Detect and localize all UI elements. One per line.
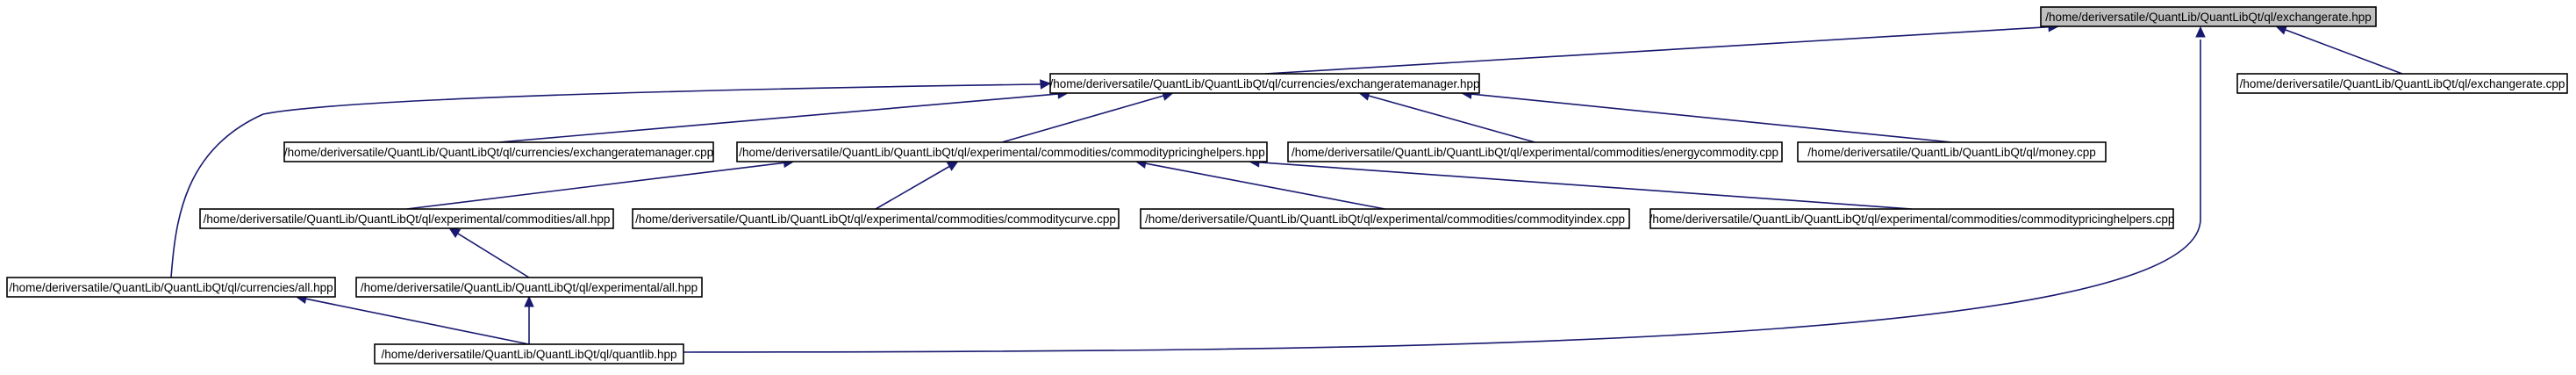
node-label: /home/deriversatile/QuantLib/QuantLibQt/… [9,281,333,294]
edge-quantlib_hpp-to-exchangerate_hpp [683,25,2206,353]
arrowhead [524,295,534,307]
arrowhead [2195,25,2206,38]
edge-line [406,162,784,210]
edge-experimental_all_hpp-to-commodities_all_hpp [448,227,530,278]
node-box [1649,208,2174,229]
node-quantlib-hpp[interactable]: /home/deriversatile/QuantLib/QuantLibQt/… [374,343,684,364]
node-label: /home/deriversatile/QuantLib/QuantLibQt/… [2240,77,2565,90]
node-box [283,141,714,162]
node-energycommodity-cpp[interactable]: /home/deriversatile/QuantLib/QuantLibQt/… [1287,141,1783,162]
node-box [355,277,703,298]
node-commoditycurve-cpp[interactable]: /home/deriversatile/QuantLib/QuantLibQt/… [632,208,1120,229]
node-exchangeratemanager-cpp[interactable]: /home/deriversatile/QuantLib/QuantLibQt/… [283,141,714,162]
node-currencies-all-hpp[interactable]: /home/deriversatile/QuantLib/QuantLibQt/… [6,277,336,298]
node-exchangerate-cpp[interactable]: /home/deriversatile/QuantLib/QuantLibQt/… [2236,73,2568,94]
edge-line [875,165,950,210]
edge-commodities_all_hpp-to-commoditypricinghelpers_hpp [406,157,795,210]
arrowhead [448,227,462,238]
node-label: /home/deriversatile/QuantLib/QuantLibQt/… [284,146,713,159]
node-box [199,208,614,229]
node-commodityindex-cpp[interactable]: /home/deriversatile/QuantLib/QuantLibQt/… [1140,208,1630,229]
node-commoditypricinghelpers-cpp[interactable]: /home/deriversatile/QuantLib/QuantLibQt/… [1649,208,2175,229]
node-label: /home/deriversatile/QuantLib/QuantLibQt/… [1145,213,1625,226]
edge-line [1145,162,1385,210]
edge-line [457,233,530,278]
node-box [1140,208,1630,229]
edge-exchangeratemanager_cpp-to-exchangeratemanager_hpp [498,89,1070,143]
edge-money_cpp-to-exchangeratemanager_hpp [1460,89,1952,143]
node-label: /home/deriversatile/QuantLib/QuantLibQt/… [2045,11,2371,24]
node-box [374,343,684,364]
arrowhead [946,161,959,171]
node-commodities-all-hpp[interactable]: /home/deriversatile/QuantLib/QuantLibQt/… [199,208,614,229]
edge-line [2285,29,2403,75]
node-box [1049,73,1480,94]
node-experimental-all-hpp[interactable]: /home/deriversatile/QuantLib/QuantLibQt/… [355,277,703,298]
node-exchangerate-hpp[interactable]: /home/deriversatile/QuantLib/QuantLibQt/… [2040,6,2377,27]
edge-line [1001,95,1164,143]
edge-line [1264,25,2050,75]
node-box [632,208,1120,229]
node-label: /home/deriversatile/QuantLib/QuantLibQt/… [1292,146,1778,159]
node-label: /home/deriversatile/QuantLib/QuantLibQt/… [1807,146,2095,159]
node-label: /home/deriversatile/QuantLib/QuantLibQt/… [1649,213,2175,226]
node-commoditypricinghelpers-hpp[interactable]: /home/deriversatile/QuantLib/QuantLibQt/… [736,141,1268,162]
nodes-layer: /home/deriversatile/QuantLib/QuantLibQt/… [6,6,2568,364]
edge-line [170,83,1041,278]
node-label: /home/deriversatile/QuantLib/QuantLibQt/… [635,213,1116,226]
edge-currencies_all_hpp-to-exchangeratemanager_hpp [170,79,1052,278]
edge-line [498,93,1059,143]
node-box [736,141,1268,162]
edges-layer [170,21,2403,353]
edge-commodityindex_cpp-to-commoditypricinghelpers_hpp [1134,158,1385,210]
edge-commoditycurve_cpp-to-commoditypricinghelpers_hpp [875,161,959,210]
node-label: /home/deriversatile/QuantLib/QuantLibQt/… [739,146,1265,159]
edge-line [1470,93,1952,143]
edge-line [305,298,530,345]
edge-quantlib_hpp-to-experimental_all_hpp [524,295,534,344]
node-label: /home/deriversatile/QuantLib/QuantLibQt/… [382,348,677,361]
edge-line [683,40,2201,353]
node-label: /home/deriversatile/QuantLib/QuantLibQt/… [1049,77,1479,90]
edge-energycommodity_cpp-to-exchangeratemanager_hpp [1358,90,1535,143]
edge-quantlib_hpp-to-currencies_all_hpp [295,293,530,345]
node-money-cpp[interactable]: /home/deriversatile/QuantLib/QuantLibQt/… [1797,141,2107,162]
node-label: /home/deriversatile/QuantLib/QuantLibQt/… [204,213,611,226]
node-label: /home/deriversatile/QuantLib/QuantLibQt/… [361,281,698,294]
node-box [2236,73,2568,94]
edge-commoditypricinghelpers_hpp-to-exchangeratemanager_hpp [1001,90,1174,143]
node-box [2040,6,2377,27]
edge-commoditypricinghelpers_cpp-to-commoditypricinghelpers_hpp [1248,157,1913,210]
node-box [1797,141,2107,162]
edge-line [1368,95,1535,143]
edge-exchangeratemanager_hpp-to-exchangerate_hpp [1264,21,2060,75]
edge-line [1258,161,1913,210]
node-exchangeratemanager-hpp[interactable]: /home/deriversatile/QuantLib/QuantLibQt/… [1049,73,1480,94]
arrowhead [1040,79,1052,90]
edge-exchangerate_cpp-to-exchangerate_hpp [2275,25,2403,75]
node-box [1287,141,1783,162]
node-box [6,277,336,298]
